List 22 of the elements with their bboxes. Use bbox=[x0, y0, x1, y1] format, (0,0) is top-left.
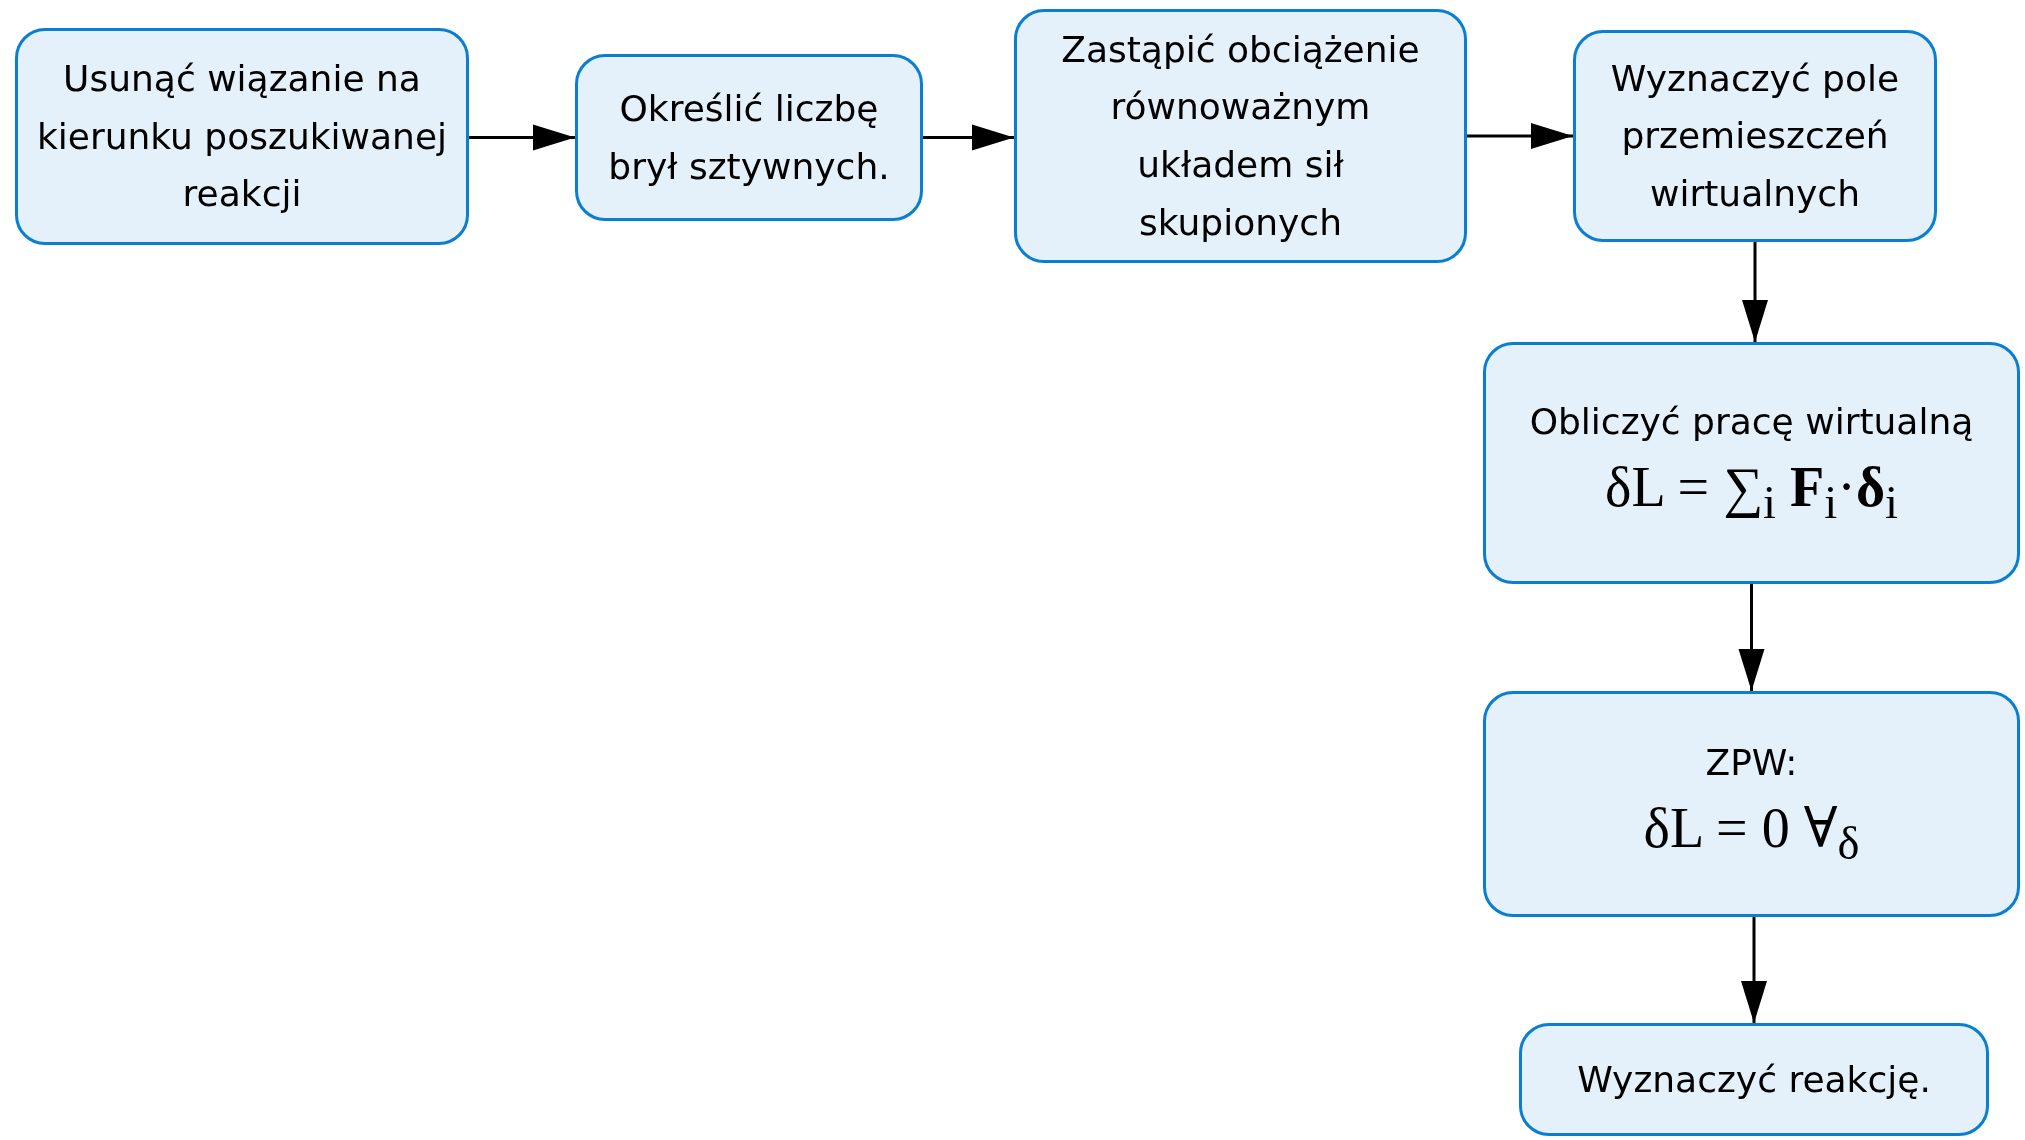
step-text: Wyznaczyć reakcję. bbox=[1577, 1057, 1931, 1102]
arrow bbox=[1738, 584, 1765, 691]
process-box bbox=[1573, 30, 1937, 242]
process-box bbox=[1483, 342, 2020, 584]
step-text: Usunąć wiązanie na kierunku poszukiwanej reakcji bbox=[35, 57, 449, 217]
step-text: Określić liczbę brył sztywnych. bbox=[607, 86, 891, 189]
process-box bbox=[1483, 691, 2020, 917]
step-text: ZPW: bbox=[1705, 741, 1798, 786]
process-box bbox=[1014, 9, 1467, 263]
process-box bbox=[575, 54, 923, 221]
step-text: Obliczyć pracę wirtualną bbox=[1529, 400, 1974, 445]
process-box bbox=[15, 28, 469, 245]
step-text: Wyznaczyć pole przemieszczeń wirtualnych bbox=[1609, 56, 1901, 216]
process-box bbox=[1519, 1023, 1989, 1136]
arrow bbox=[923, 124, 1014, 151]
arrow bbox=[1467, 123, 1573, 149]
arrow bbox=[1741, 917, 1767, 1023]
arrow bbox=[469, 124, 575, 151]
step-text: Zastąpić obciążenie równoważnym układem sił skupionych bbox=[1060, 27, 1421, 245]
formula: δL = ∑$_{i}$ F$_{i}$·δ$_{i}$ bbox=[1605, 454, 1898, 531]
formula: δL = 0 ∀$_{δ}$ bbox=[1643, 795, 1860, 872]
arrow bbox=[1742, 242, 1768, 342]
